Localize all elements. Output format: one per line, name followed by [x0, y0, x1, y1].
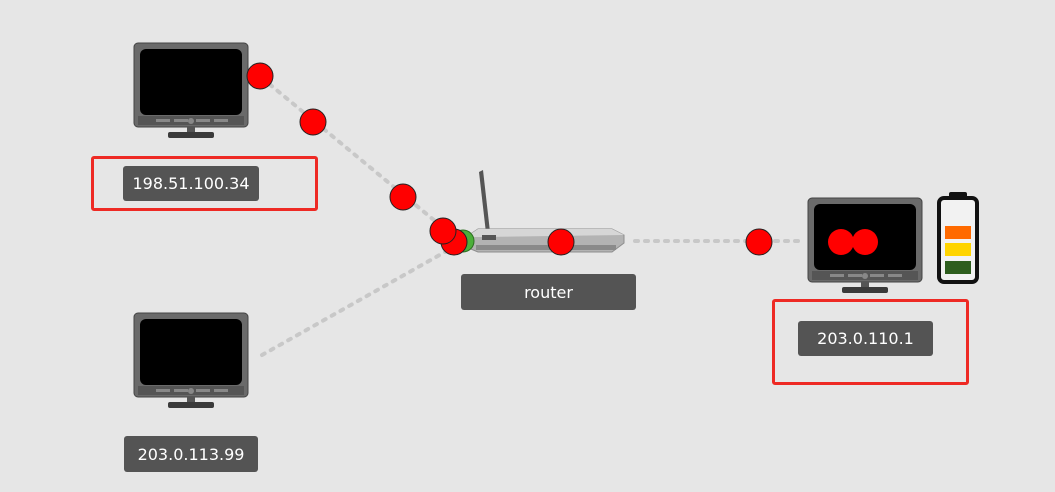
router-label[interactable]: router	[461, 274, 636, 310]
link-host-b-router	[260, 246, 454, 357]
battery-level-bar	[945, 226, 971, 239]
packet	[852, 229, 878, 255]
battery-level-bar	[945, 243, 971, 256]
packet	[299, 108, 327, 136]
packet	[246, 62, 274, 90]
link-host-a-router	[260, 76, 460, 242]
battery-level-bar	[945, 261, 971, 274]
highlight-box	[91, 156, 318, 211]
packet	[745, 228, 773, 256]
highlight-box	[772, 299, 969, 385]
computer-icon[interactable]	[133, 312, 249, 408]
packet	[828, 229, 854, 255]
packet	[547, 228, 575, 256]
battery-icon	[937, 192, 979, 284]
host-label[interactable]: 203.0.110.1	[798, 321, 933, 356]
packet	[389, 183, 417, 211]
packet	[429, 217, 457, 245]
host-label[interactable]: 198.51.100.34	[123, 166, 259, 201]
computer-icon[interactable]	[133, 42, 249, 138]
router-icon[interactable]	[451, 170, 625, 253]
host-label[interactable]: 203.0.113.99	[124, 436, 258, 472]
